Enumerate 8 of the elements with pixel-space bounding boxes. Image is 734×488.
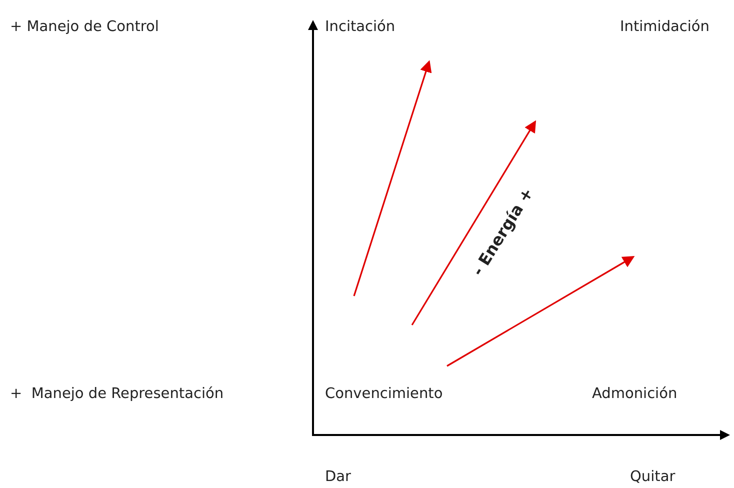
quadrant-label: Admonición	[592, 387, 678, 402]
quadrant-label: Convencimiento	[325, 387, 443, 402]
axis-label: Dar	[325, 470, 352, 484]
axis-label: + Manejo de Control	[10, 20, 159, 34]
axis-label: + Manejo de Representación	[10, 387, 224, 402]
quadrant-label: Intimidación	[620, 20, 710, 34]
quadrant-label: Incitación	[325, 20, 396, 34]
axis-label: Quitar	[630, 470, 676, 484]
